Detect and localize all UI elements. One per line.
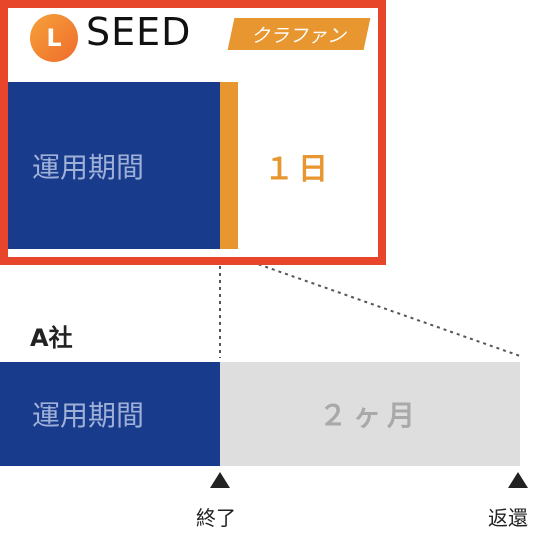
end-marker-icon: [210, 472, 230, 488]
crowdfunding-badge: クラファン: [227, 18, 371, 50]
repay-marker-label: 返還: [488, 506, 528, 530]
seed-logo-icon: L: [30, 14, 78, 62]
company-period-bar: [220, 362, 520, 466]
seed-logo-text: SEED: [86, 10, 192, 54]
seed-period-label: 運用期間: [31, 150, 144, 184]
company-period-value: ２ヶ月: [318, 399, 421, 432]
repay-marker-icon: [508, 472, 528, 488]
end-marker-label: 終了: [196, 506, 236, 530]
company-period-label-block: [0, 362, 220, 466]
seed-period-bar: [220, 82, 238, 249]
seed-period-label-block: [8, 82, 220, 249]
crowdfunding-badge-label: クラファン: [251, 24, 347, 47]
company-period-label: 運用期間: [31, 399, 144, 432]
company-name: A社: [30, 324, 73, 352]
seed-period-value: １日: [264, 151, 332, 187]
guide-line-diagonal: [251, 261, 521, 357]
logo-mark-letter: L: [46, 24, 62, 52]
